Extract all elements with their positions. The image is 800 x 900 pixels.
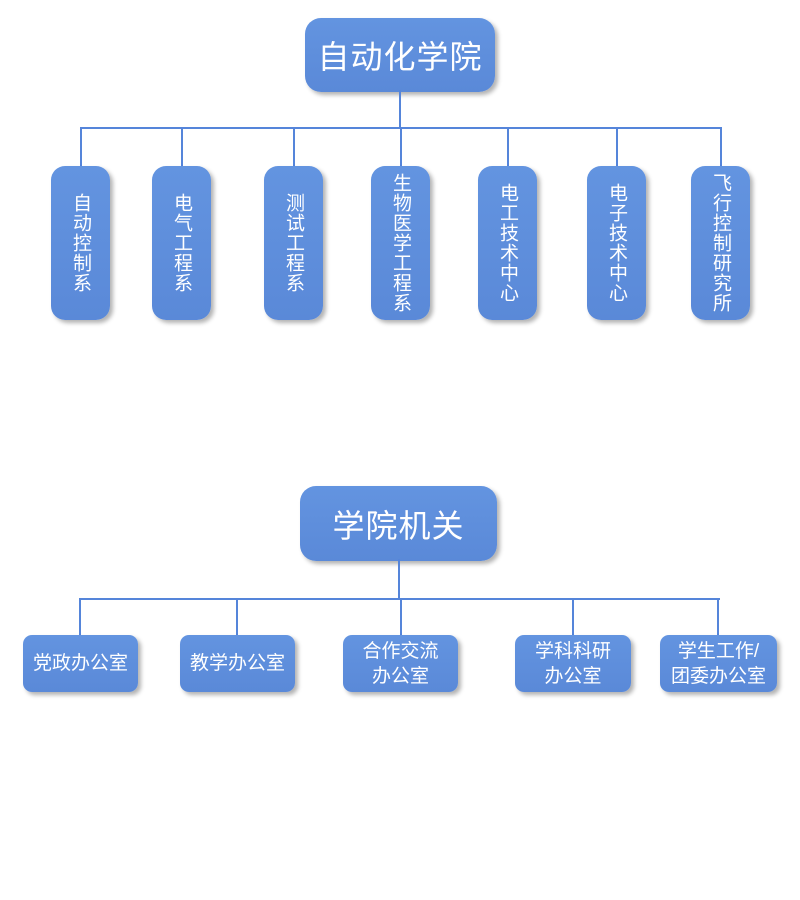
connector-drop xyxy=(400,127,402,166)
org-node-label: 电工技术中心 xyxy=(497,183,518,303)
org-node-label: 飞行控制研究所 xyxy=(710,173,731,313)
connector-drop xyxy=(293,127,295,166)
connector-horizontal-section2 xyxy=(79,598,720,600)
org-node-label: 党政办公室 xyxy=(32,653,128,674)
org-node-dept: 电工技术中心 xyxy=(478,166,537,320)
connector-drop xyxy=(400,598,402,635)
connector-trunk-section2 xyxy=(398,559,400,598)
connector-drop xyxy=(236,598,238,635)
org-node-label: 测试工程系 xyxy=(283,193,304,293)
org-node-dept: 飞行控制研究所 xyxy=(691,166,750,320)
org-node-dept: 自动控制系 xyxy=(51,166,110,320)
org-node-label: 自动化学院 xyxy=(317,39,483,75)
org-node-label: 学生工作/ 团委办公室 xyxy=(670,640,766,687)
org-node-root-section2: 学院机关 xyxy=(300,486,497,561)
org-node-label: 生物医学工程系 xyxy=(390,173,411,313)
org-node-dept: 电气工程系 xyxy=(152,166,211,320)
org-node-label: 教学办公室 xyxy=(189,653,285,674)
connector-drop xyxy=(720,127,722,166)
org-node-label: 学科科研 办公室 xyxy=(534,640,611,687)
org-node-label: 合作交流 办公室 xyxy=(362,640,439,687)
connector-drop xyxy=(181,127,183,166)
org-node-dept: 生物医学工程系 xyxy=(371,166,430,320)
org-node-dept: 测试工程系 xyxy=(264,166,323,320)
org-node-label: 学院机关 xyxy=(332,507,465,544)
connector-drop xyxy=(80,127,82,166)
org-node-label: 电气工程系 xyxy=(171,193,192,293)
connector-drop xyxy=(717,598,719,635)
org-node-office: 党政办公室 xyxy=(23,635,138,692)
org-node-dept: 电子技术中心 xyxy=(587,166,646,320)
org-node-office: 学生工作/ 团委办公室 xyxy=(660,635,777,692)
org-node-office: 合作交流 办公室 xyxy=(343,635,458,692)
org-node-root-section1: 自动化学院 xyxy=(305,18,495,92)
connector-drop xyxy=(572,598,574,635)
connector-drop xyxy=(507,127,509,166)
org-node-label: 电子技术中心 xyxy=(606,183,627,303)
connector-drop xyxy=(79,598,81,635)
connector-trunk-section1 xyxy=(399,90,401,127)
org-node-label: 自动控制系 xyxy=(70,193,91,293)
connector-drop xyxy=(616,127,618,166)
org-node-office: 学科科研 办公室 xyxy=(515,635,631,692)
org-node-office: 教学办公室 xyxy=(180,635,295,692)
